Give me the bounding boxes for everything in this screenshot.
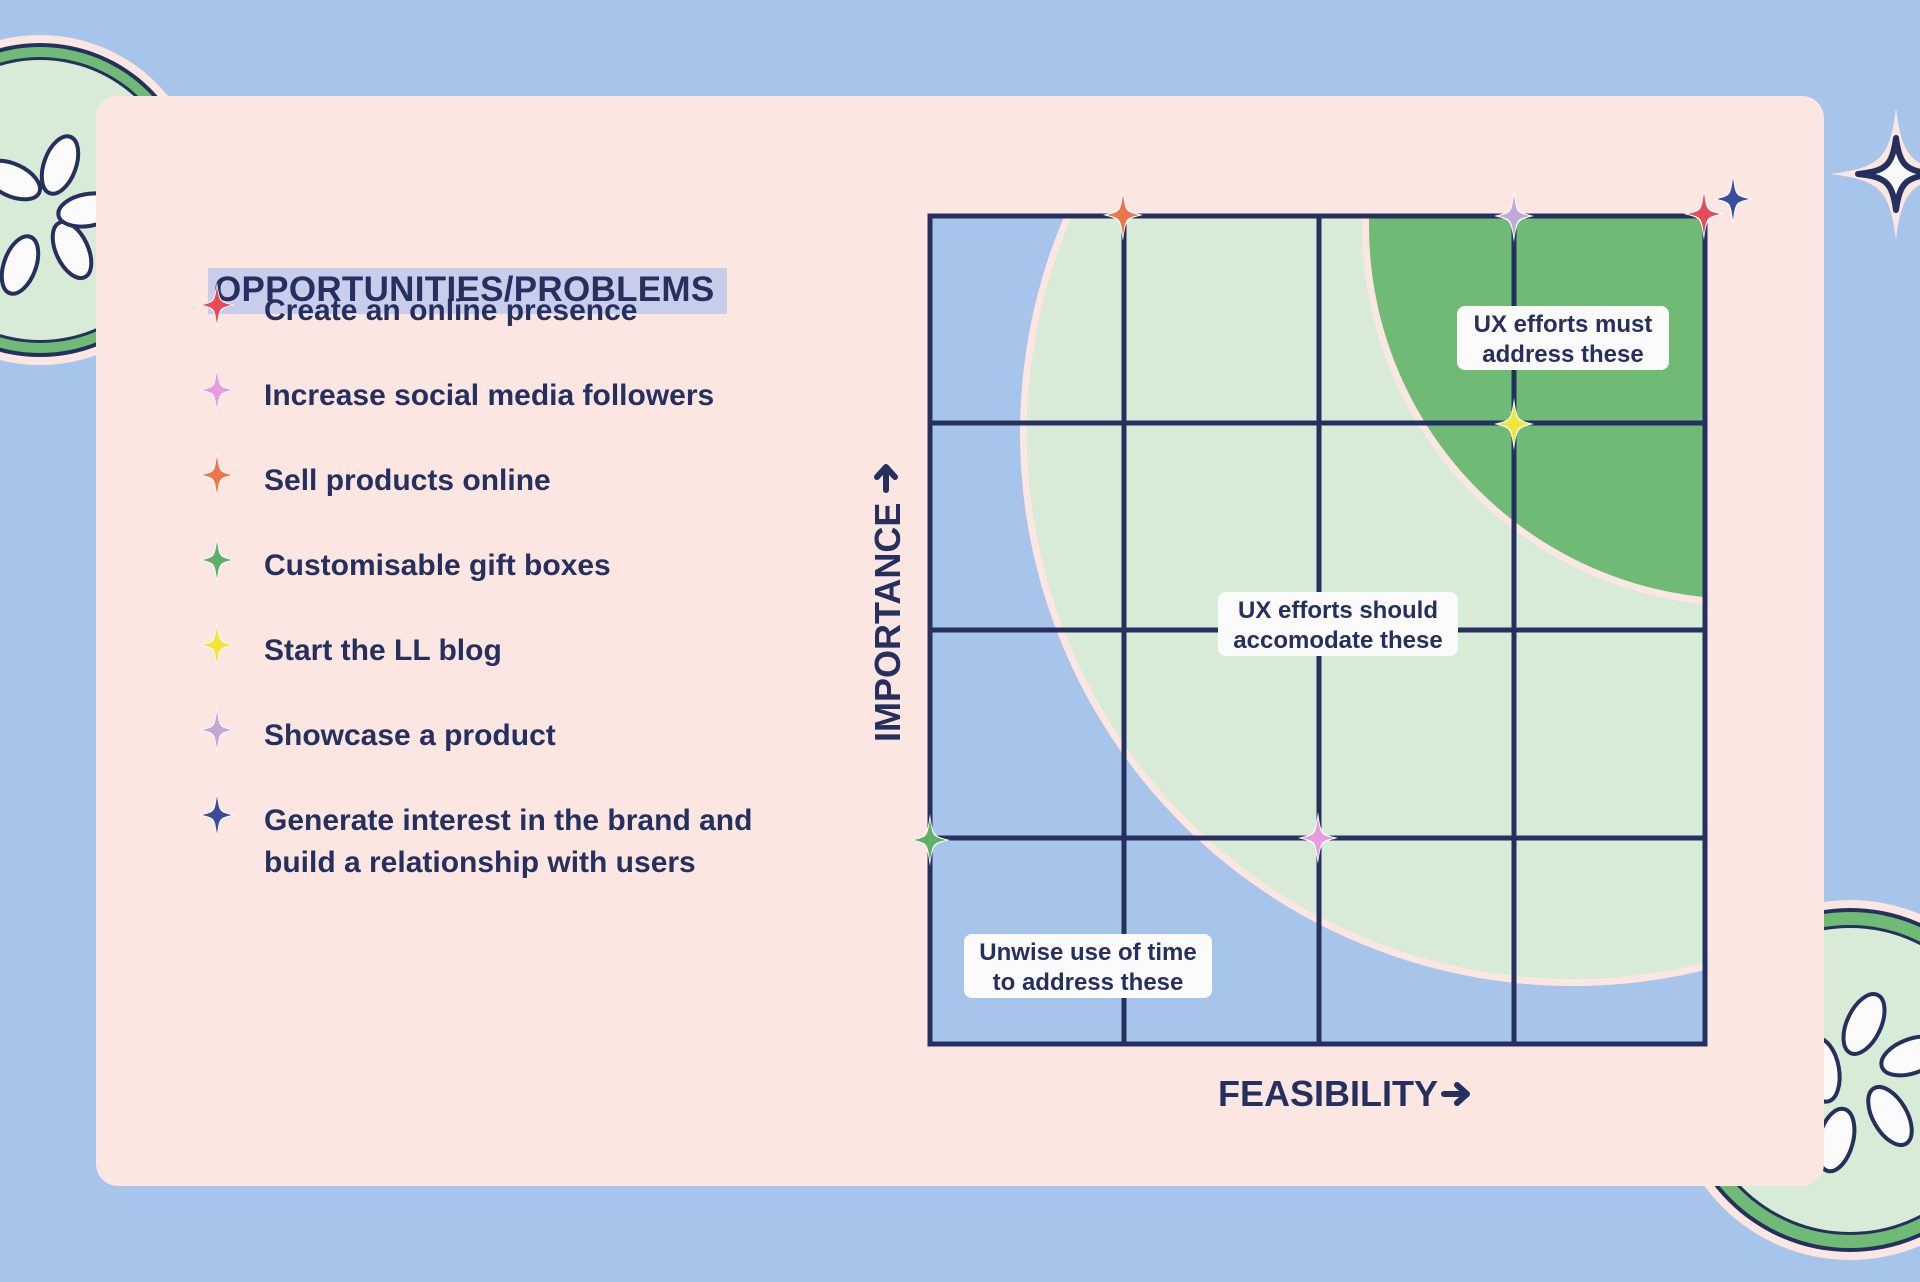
matrix-border [927, 213, 1708, 1047]
matrix-marker-star-icon [1494, 398, 1534, 450]
legend-item-label: Generate interest in the brand and build… [264, 804, 753, 879]
legend-item: Create an online presence [198, 282, 824, 332]
legend-item: Start the LL blog [198, 622, 824, 672]
zone-label-should-line-1: UX efforts should [1238, 597, 1438, 624]
matrix-markers [910, 173, 1753, 866]
matrix-marker-star-icon [1103, 189, 1143, 241]
sparkle-decoration-icon [1830, 108, 1920, 240]
zone-label-unwise: Unwise use of time to address these [964, 934, 1212, 998]
matrix-marker-star-icon [1298, 812, 1338, 864]
four-point-star-icon [199, 707, 235, 753]
legend-item: Sell products online [198, 452, 824, 502]
legend-item: Showcase a product [198, 707, 824, 757]
y-axis-arrow-icon [874, 464, 898, 493]
zone-label-must: UX efforts must address these [1457, 306, 1669, 370]
matrix-marker-star-icon [1494, 190, 1534, 242]
page-title: OPPORTUNITIES/PROBLEMS [208, 268, 727, 314]
matrix-marker-star-icon [910, 814, 950, 866]
legend-item: Generate interest in the brand and build… [198, 792, 824, 884]
zone-label-should: UX efforts should accomodate these [1218, 592, 1458, 656]
legend-item-label: Create an online presence [264, 294, 638, 327]
x-axis-arrow-icon [1441, 1082, 1470, 1106]
legend-item-label: Sell products online [264, 464, 551, 497]
x-axis-label: FEASIBILITY [1218, 1073, 1438, 1114]
zone-label-must-line-1: UX efforts must [1474, 311, 1653, 338]
legend-item-label: Showcase a product [264, 719, 556, 752]
legend-item-label: Increase social media followers [264, 379, 715, 412]
legend-item: Increase social media followers [198, 367, 824, 417]
four-point-star-icon [199, 282, 235, 328]
zone-label-unwise-line-1: Unwise use of time [979, 939, 1196, 966]
zone-label-unwise-line-2: to address these [993, 969, 1184, 996]
legend-item-label: Customisable gift boxes [264, 549, 611, 582]
legend-item-label: Start the LL blog [264, 634, 502, 667]
zone-label-must-line-2: address these [1482, 341, 1643, 368]
zone-label-should-line-2: accomodate these [1233, 627, 1442, 654]
legend-item: Customisable gift boxes [198, 537, 824, 587]
matrix-marker-star-icon [1713, 173, 1753, 225]
matrix-marker-star-icon [1684, 188, 1724, 240]
y-axis-label: IMPORTANCE [867, 503, 908, 742]
four-point-star-icon [199, 367, 235, 413]
four-point-star-icon [199, 452, 235, 498]
four-point-star-icon [199, 792, 235, 838]
four-point-star-icon [199, 537, 235, 583]
four-point-star-icon [199, 622, 235, 668]
